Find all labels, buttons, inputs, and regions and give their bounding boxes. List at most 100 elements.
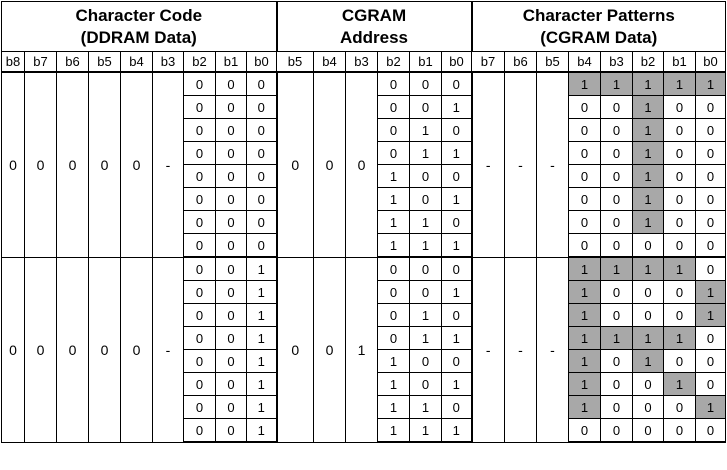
cgram-addr-low-bit: 0 — [377, 71, 410, 96]
cgram-addr-low-bit: 1 — [409, 326, 442, 350]
pattern-pixel-cell: 1 — [663, 256, 696, 281]
pattern-pixel-cell: 0 — [568, 95, 601, 119]
char-code-low-bit: 1 — [246, 349, 278, 373]
char-code-low-bit: 0 — [215, 233, 247, 258]
pattern-pixel-cell: 1 — [632, 187, 664, 211]
pattern-pixel-cell: 0 — [663, 280, 696, 304]
pattern-pixel-cell: 1 — [632, 95, 664, 119]
cgram-addr-high-bit: 1 — [345, 256, 378, 443]
char-code-high-bit: 0 — [56, 71, 89, 258]
pattern-pixel-cell: 0 — [695, 326, 726, 350]
cgram-addr-low-bit: 1 — [441, 280, 473, 304]
cgram-addr-low-bit: 0 — [409, 164, 442, 188]
pattern-pixel-cell: 0 — [695, 210, 726, 234]
cgram-addr-low-bit: 1 — [377, 210, 410, 234]
char-code-low-bit: 0 — [183, 164, 216, 188]
pattern-pixel-cell: 1 — [632, 118, 664, 142]
char-code-low-bit: 0 — [246, 141, 278, 165]
pattern-pixel-cell: 0 — [663, 418, 696, 443]
pattern-pixel-cell: 1 — [600, 326, 633, 350]
cgram-addr-low-bit: 1 — [441, 141, 473, 165]
pattern-pixel-cell: 0 — [600, 303, 633, 327]
pattern-pixel-cell: 0 — [632, 372, 664, 396]
pattern-pixel-cell: 1 — [632, 164, 664, 188]
char-code-bit-label: b2 — [183, 51, 216, 73]
pattern-pixel-cell: 0 — [695, 256, 726, 281]
pattern-pixel-cell: 0 — [695, 349, 726, 373]
char-code-low-bit: 0 — [215, 187, 247, 211]
cgram-addr-low-bit: 0 — [409, 71, 442, 96]
char-code-high-bit: 0 — [24, 256, 57, 443]
char-code-low-bit: 0 — [215, 164, 247, 188]
character-patterns-header: Character Patterns (CGRAM Data) — [471, 1, 726, 52]
char-code-low-bit: 0 — [215, 210, 247, 234]
cgram-addr-low-bit: 1 — [441, 372, 473, 396]
pattern-pixel-cell: 0 — [632, 418, 664, 443]
pattern-pixel-cell: 1 — [600, 256, 633, 281]
cgram-addr-low-bit: 1 — [377, 418, 410, 443]
pattern-pixel-cell: 1 — [632, 256, 664, 281]
pattern-high-bit: - — [471, 71, 505, 258]
char-code-low-bit: 0 — [183, 71, 216, 96]
pattern-pixel-cell: 1 — [568, 326, 601, 350]
cgram-addr-low-bit: 0 — [377, 280, 410, 304]
pattern-pixel-cell: 1 — [663, 71, 696, 96]
pattern-high-bit: - — [471, 256, 505, 443]
char-code-high-bit: 0 — [1, 71, 25, 258]
char-code-low-bit: 0 — [215, 256, 247, 281]
pattern-pixel-cell: 0 — [568, 233, 601, 258]
char-code-low-bit: 0 — [215, 395, 247, 419]
pattern-pixel-cell: 1 — [663, 326, 696, 350]
pattern-pixel-cell: 0 — [695, 118, 726, 142]
cgram-addr-low-bit: 0 — [441, 395, 473, 419]
cgram-addr-low-bit: 1 — [441, 187, 473, 211]
char-code-bit-label: b4 — [120, 51, 153, 73]
pattern-pixel-cell: 0 — [632, 280, 664, 304]
char-code-low-bit: 1 — [246, 372, 278, 396]
char-code-bit-label: b1 — [215, 51, 247, 73]
char-code-low-bit: 1 — [246, 326, 278, 350]
char-code-low-bit: 0 — [183, 280, 216, 304]
cgram-addr-low-bit: 0 — [409, 280, 442, 304]
pattern-pixel-cell: 0 — [568, 118, 601, 142]
pattern-pixel-cell: 0 — [632, 303, 664, 327]
pattern-pixel-cell: 0 — [663, 164, 696, 188]
char-code-low-bit: 0 — [183, 303, 216, 327]
cgram-addr-low-bit: 0 — [441, 118, 473, 142]
pattern-bit-label: b1 — [663, 51, 696, 73]
char-code-low-bit: 0 — [183, 187, 216, 211]
character-code-header-line2: (DDRAM Data) — [80, 27, 197, 47]
char-code-low-bit: 0 — [215, 349, 247, 373]
pattern-bit-label: b6 — [504, 51, 537, 73]
cgram-addr-high-bit: 0 — [345, 71, 378, 258]
char-code-low-bit: 0 — [183, 372, 216, 396]
char-code-low-bit: 0 — [246, 71, 278, 96]
cgram-addr-low-bit: 1 — [409, 303, 442, 327]
pattern-pixel-cell: 1 — [600, 71, 633, 96]
cgram-addr-low-bit: 0 — [377, 303, 410, 327]
pattern-pixel-cell: 0 — [663, 187, 696, 211]
pattern-pixel-cell: 0 — [568, 141, 601, 165]
cgram-addr-bit-label: b4 — [313, 51, 346, 73]
char-code-low-bit: 1 — [246, 303, 278, 327]
cgram-addr-low-bit: 1 — [377, 233, 410, 258]
pattern-pixel-cell: 0 — [600, 210, 633, 234]
pattern-bit-label: b4 — [568, 51, 601, 73]
pattern-pixel-cell: 0 — [663, 118, 696, 142]
char-code-low-bit: 0 — [215, 280, 247, 304]
char-code-high-bit: - — [152, 71, 184, 258]
cgram-addr-bit-label: b1 — [409, 51, 442, 73]
group-header-row: Character Code (DDRAM Data) CGRAM Addres… — [1, 1, 726, 52]
pattern-pixel-cell: 0 — [663, 395, 696, 419]
pattern-pixel-cell: 0 — [600, 349, 633, 373]
pattern-bit-label: b5 — [536, 51, 569, 73]
cgram-table-container: Character Code (DDRAM Data) CGRAM Addres… — [1, 1, 726, 443]
pattern-pixel-cell: 1 — [632, 326, 664, 350]
cgram-addr-low-bit: 1 — [377, 372, 410, 396]
